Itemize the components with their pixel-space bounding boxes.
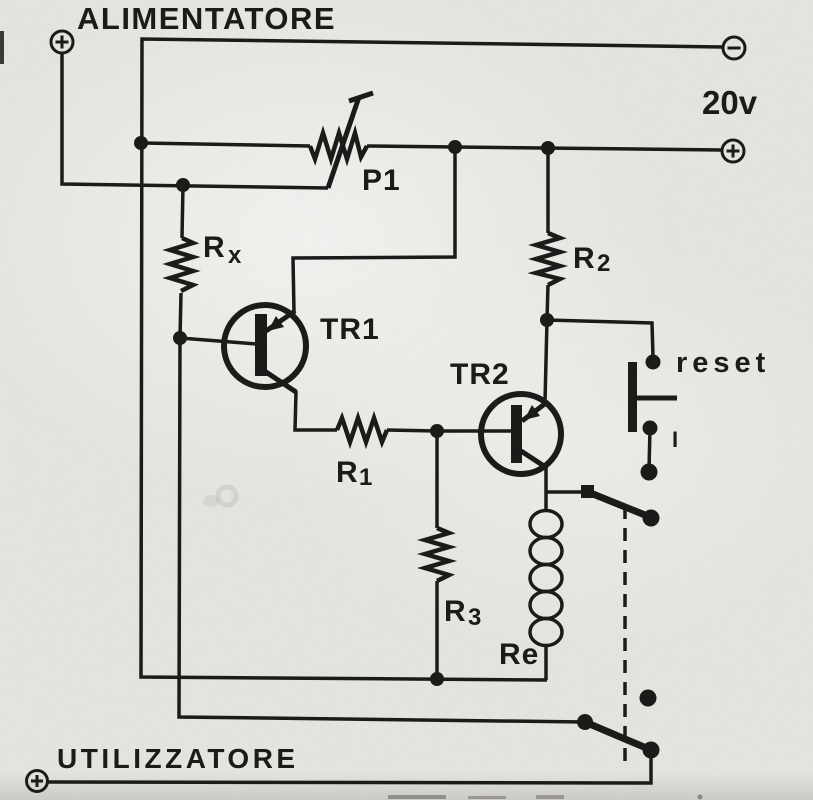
current-label: I [672,427,678,452]
relay-contacts [577,463,660,769]
resistor-r3 [416,525,458,584]
scan-speck [697,794,703,800]
wires [47,37,724,785]
lower-pole-pivot-dot [642,741,660,759]
wire-tr2-upper-lead [543,319,549,403]
rheostat-arrow-cap [348,90,374,104]
voltage-label: 20v [702,84,758,121]
positive-terminal-icon [720,138,746,164]
r3-label-sub: 3 [468,604,481,631]
pushbutton-contact-dot [642,420,658,436]
scan-edge-mark [0,31,4,64]
r3-label-base: R [444,595,467,628]
rx-label-base: R [203,231,226,264]
resistor-r1 [334,410,390,450]
wire-reset-branch [546,318,655,358]
wire-rx-top-lead [180,184,185,239]
positive-terminal-icon [49,29,75,55]
relay-label: Re [499,638,539,671]
tr2-collector-diagonal [519,448,549,471]
relay-contact-icon [584,488,654,521]
relay-coil-icon [528,535,564,567]
tr2-label: TR2 [450,358,510,391]
relay-coil-icon [528,508,564,540]
junction-dot [448,140,462,154]
scan-bottom-mark [536,795,564,799]
pushbutton-icon [628,362,637,432]
junction-dot [430,424,444,438]
junction-dot [173,331,187,345]
positive-terminal-icon [25,769,49,793]
transistor-tr2 [478,391,564,477]
wire-r1-right-lead [386,428,438,433]
load-label: UTILIZZATORE [57,743,299,774]
resistor-r2 [527,230,569,288]
junction-dot [540,313,554,327]
paper-smudge [203,495,219,507]
junction-dot [430,672,444,686]
wire-supply-positive [60,53,329,190]
power-supply-label: ALIMENTATORE [77,1,336,36]
r2-label-sub: 2 [597,250,610,277]
p1-label: P1 [362,164,401,197]
relay-coil-icon [528,589,564,621]
reset-label: reset [676,347,770,379]
scan-bottom-mark [468,796,506,799]
upper-pole-fixed-contact [640,463,658,481]
wire-plus-rail-left [141,141,311,148]
wire-tr1-base [179,336,258,346]
junction-dot [541,141,555,155]
transistor-tr1 [221,302,309,395]
resistor-rx [162,235,201,294]
paper-smudge [215,484,239,508]
lower-pole-contact-dot [577,714,593,730]
tr1-base-bar [255,314,267,376]
relay-coil-re [528,508,564,648]
lower-pole-fixed-contact [639,689,657,707]
rx-label-sub: x [228,242,242,269]
r1-label-base: R [336,456,359,489]
junction-dot [176,178,190,192]
scan-bottom-mark [388,795,446,799]
relay-coil-icon [528,562,564,594]
tr1-label: TR1 [320,313,380,346]
pushbutton-contact-dot [645,354,661,370]
r2-label-base: R [573,242,596,275]
negative-terminal-icon [721,35,747,61]
reset-button [628,354,677,436]
upper-pole-arm-dot [642,509,660,527]
tr2-base-bar [511,405,522,463]
junction-dot [134,136,148,150]
relay-contact-icon [581,718,655,754]
r1-label-sub: 1 [359,464,372,491]
